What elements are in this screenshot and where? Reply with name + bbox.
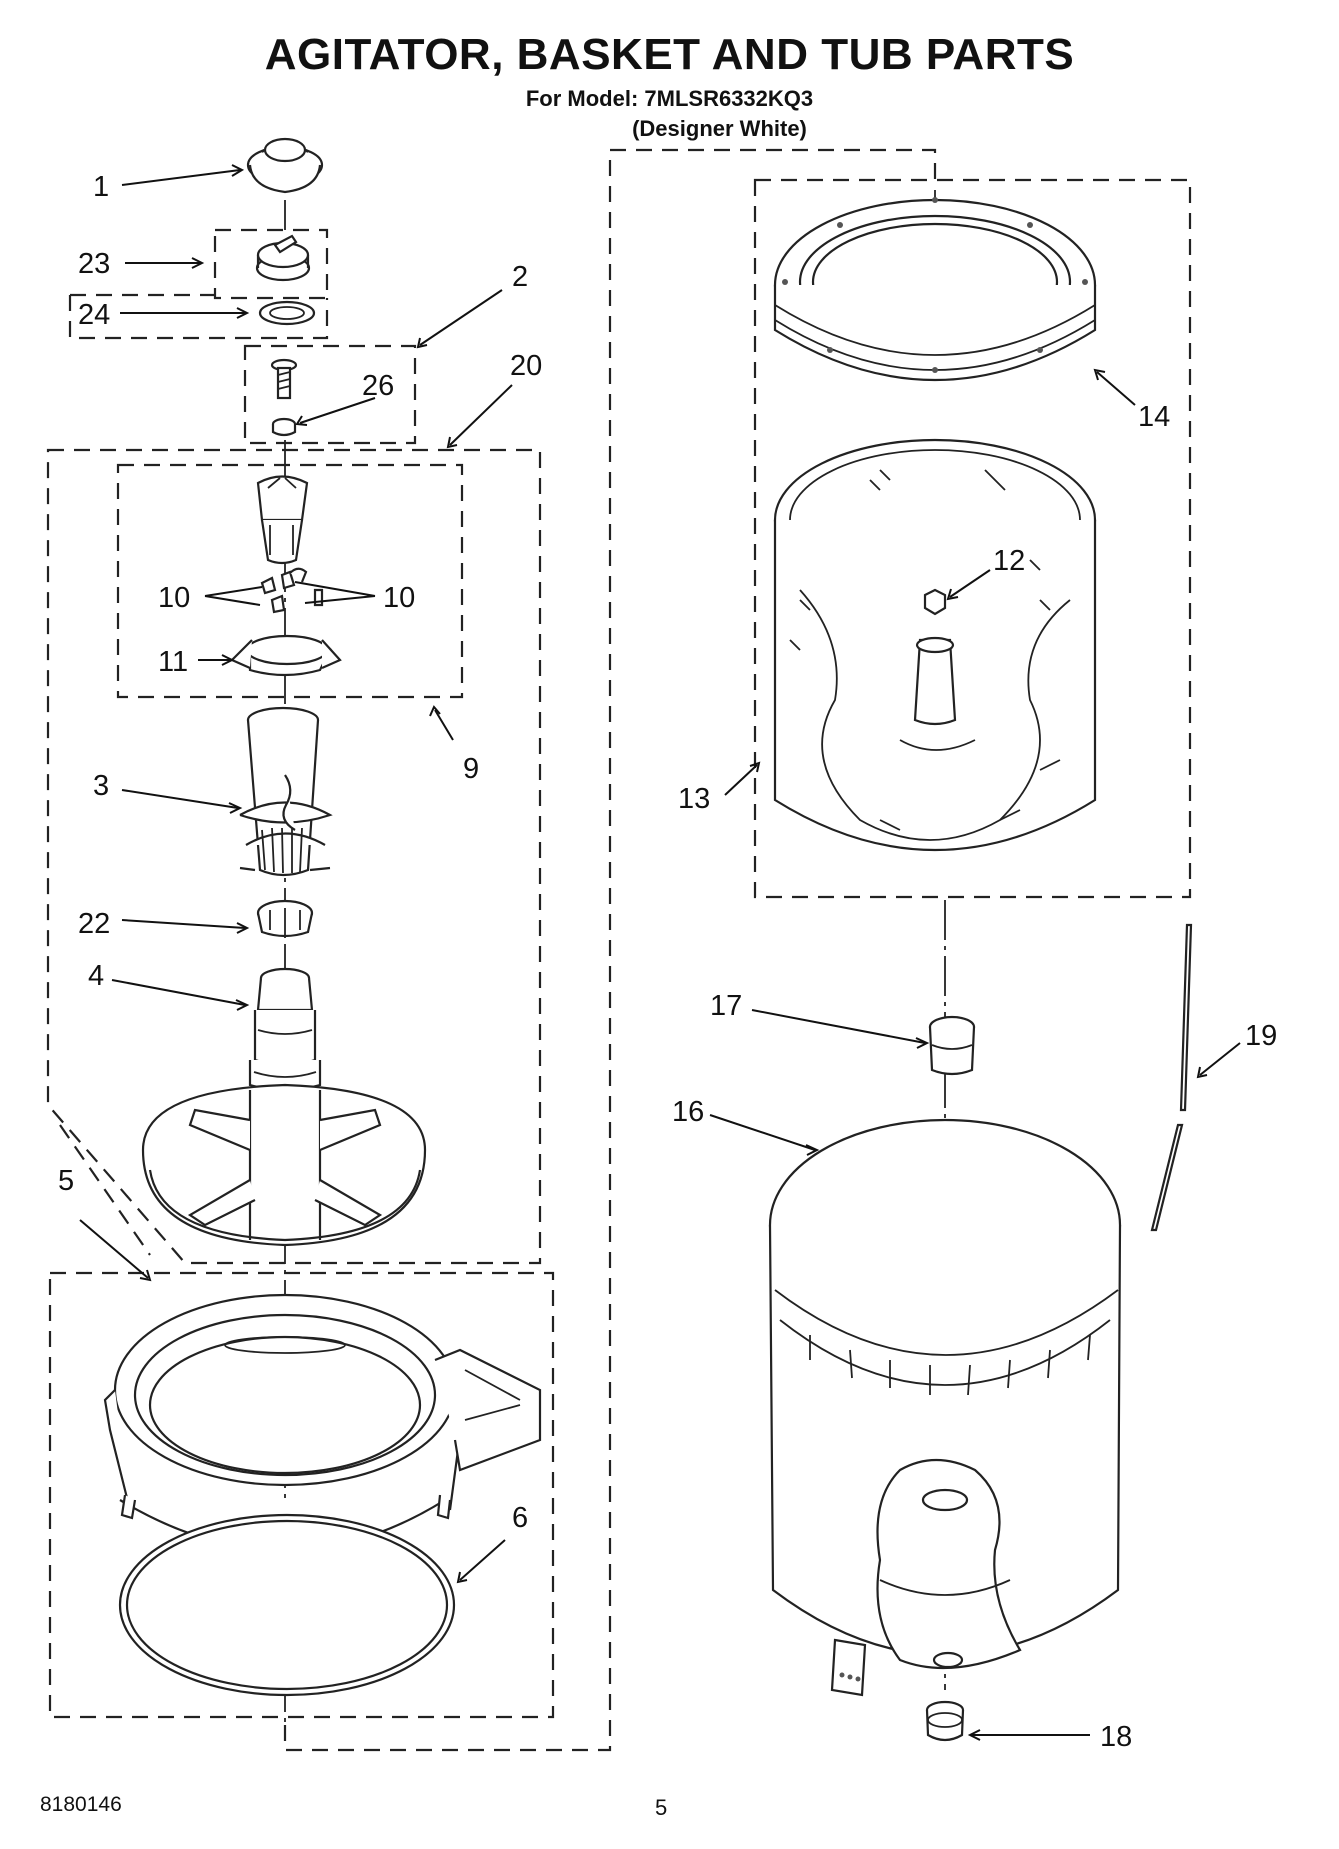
callout-12: 12: [993, 545, 1025, 577]
group-box-14: [753, 178, 1192, 899]
page-title: AGITATOR, BASKET AND TUB PARTS: [264, 30, 1075, 79]
callout-13: 13: [678, 783, 710, 815]
callout-10-left: 10: [158, 582, 190, 614]
balance-ring-part[interactable]: [773, 197, 1097, 381]
callout-24: 24: [78, 299, 110, 331]
bolt-part[interactable]: [270, 358, 298, 400]
drive-hub-plate-part[interactable]: [141, 1083, 427, 1247]
callout-26: 26: [362, 370, 394, 402]
callout-18: 18: [1100, 1721, 1132, 1753]
callout-1: 1: [93, 171, 109, 203]
callout-6: 6: [512, 1502, 528, 1534]
washer-part[interactable]: [271, 417, 297, 437]
page-number: 5: [655, 1795, 668, 1820]
callout-9: 9: [463, 753, 479, 785]
group-box-5: [48, 1271, 555, 1719]
group-box-9: [116, 463, 464, 699]
model-line: For Model: 7MLSR6332KQ3: [525, 86, 814, 111]
group-box-5-link: [59, 1124, 151, 1256]
assembly-link-line: [283, 148, 937, 1752]
seal-gasket-part[interactable]: [118, 1513, 456, 1697]
drive-bell-part[interactable]: [256, 899, 314, 938]
tub-ring-part[interactable]: [103, 1293, 542, 1557]
outer-tub-part[interactable]: [768, 1118, 1122, 1697]
cam-dogs-part[interactable]: [260, 567, 324, 614]
callout-20: 20: [510, 350, 542, 382]
callout-16: 16: [672, 1096, 704, 1128]
callout-17: 17: [710, 990, 742, 1022]
cap-insert-part[interactable]: [255, 234, 311, 282]
group-box-2: [243, 344, 417, 445]
callout-5: 5: [58, 1165, 74, 1197]
callout-22: 22: [78, 908, 110, 940]
callout-leaders: [79, 164, 1241, 1741]
callout-14: 14: [1138, 401, 1170, 433]
tub-drain-plug-part[interactable]: [925, 1700, 965, 1742]
agitator-auger-part[interactable]: [239, 706, 333, 877]
callout-2: 2: [512, 261, 528, 293]
document-number: 8180146: [40, 1793, 122, 1816]
callout-4: 4: [88, 960, 104, 992]
group-box-23: [213, 228, 329, 300]
variant-line: (Designer White): [632, 116, 807, 141]
drain-hose-part[interactable]: [1150, 923, 1193, 1232]
seal-ring-inner: [269, 306, 305, 320]
callout-11: 11: [158, 646, 188, 678]
dog-cam-part[interactable]: [256, 475, 309, 565]
agitator-cap-part[interactable]: [246, 137, 324, 194]
basket-drive-part[interactable]: [248, 967, 322, 1092]
callout-10-right: 10: [383, 582, 415, 614]
callout-3: 3: [93, 770, 109, 802]
wash-basket-part[interactable]: [773, 438, 1097, 851]
group-box-20: [46, 448, 542, 1265]
callout-23: 23: [78, 248, 110, 280]
group-box-24: [68, 293, 329, 340]
seal-ring-part[interactable]: [258, 300, 316, 326]
cam-base-part[interactable]: [230, 634, 342, 677]
callout-19: 19: [1245, 1020, 1277, 1052]
basket-hub-seal-part[interactable]: [928, 1015, 976, 1076]
